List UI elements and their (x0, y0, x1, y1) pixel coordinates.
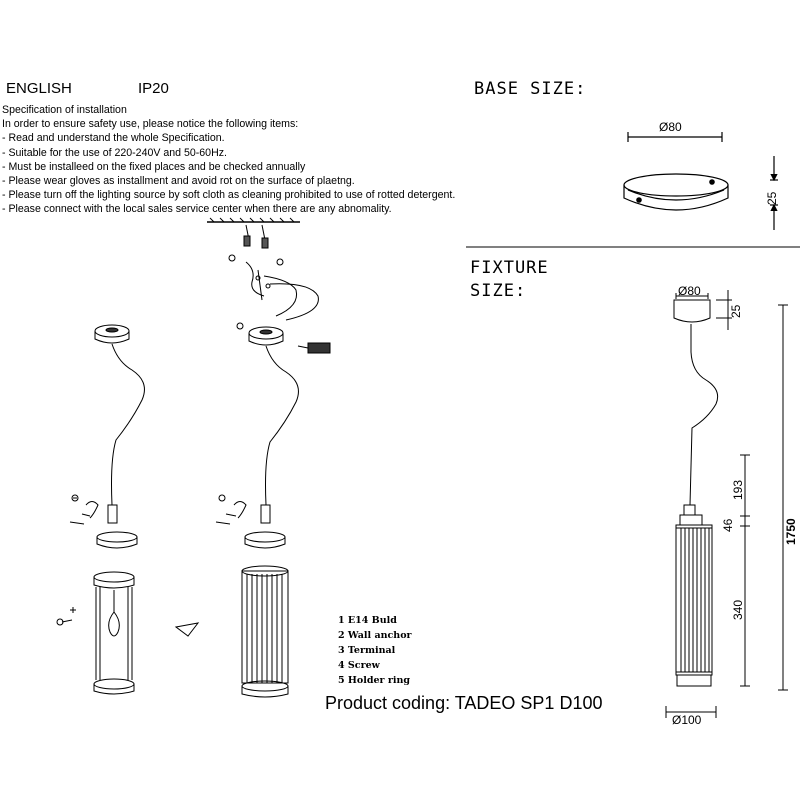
spec-intro: In order to ensure safety use, please no… (2, 118, 299, 131)
dim-340-label: 340 (731, 600, 745, 620)
fixture-size-title-line2: SIZE: (470, 281, 527, 301)
spec-item: - Please wear gloves as installment and … (2, 175, 355, 188)
base-drawing (623, 132, 778, 230)
base-size-title: BASE SIZE: (474, 79, 587, 99)
spec-item: - Please turn off the lighting source by… (2, 189, 456, 202)
assembly-drawing-left (56, 324, 145, 695)
canopy-height-label: 25 (729, 304, 743, 318)
spec-item: - Read and understand the whole Specific… (2, 132, 225, 145)
legend-item: 5 Holder ring (338, 675, 411, 686)
legend-item: 3 Terminal (338, 645, 396, 656)
product-coding: Product coding: TADEO SP1 D100 (325, 693, 603, 713)
parts-legend: 1 E14 Buld 2 Wall anchor 3 Terminal 4 Sc… (338, 613, 412, 688)
legend-item: 1 E14 Buld (338, 615, 397, 626)
ip-rating-label: IP20 (138, 80, 169, 97)
dim-46-label: 46 (721, 518, 735, 532)
base-height-label: 25 (765, 191, 779, 205)
shade-diameter-label: Ø100 (672, 713, 702, 727)
spec-title: Specification of installation (2, 104, 127, 116)
spec-item: - Please connect with the local sales se… (2, 203, 392, 216)
base-diameter-label: Ø80 (659, 120, 682, 134)
assembly-drawing-middle (174, 217, 331, 698)
spec-item: - Must be installeed on the fixed places… (2, 160, 306, 173)
dim-193-label: 193 (731, 480, 745, 500)
total-height-label: 1750 (784, 518, 798, 545)
specification-block: Specification of installation In order t… (2, 103, 455, 217)
spec-item: - Suitable for the use of 220-240V and 5… (2, 146, 227, 159)
canopy-diameter-label: Ø80 (678, 284, 701, 298)
legend-item: 2 Wall anchor (338, 630, 412, 641)
language-label: ENGLISH (6, 80, 72, 97)
legend-item: 4 Screw (338, 660, 380, 671)
fixture-size-title: FIXTURE (470, 258, 549, 278)
fixture-drawing (665, 290, 788, 718)
